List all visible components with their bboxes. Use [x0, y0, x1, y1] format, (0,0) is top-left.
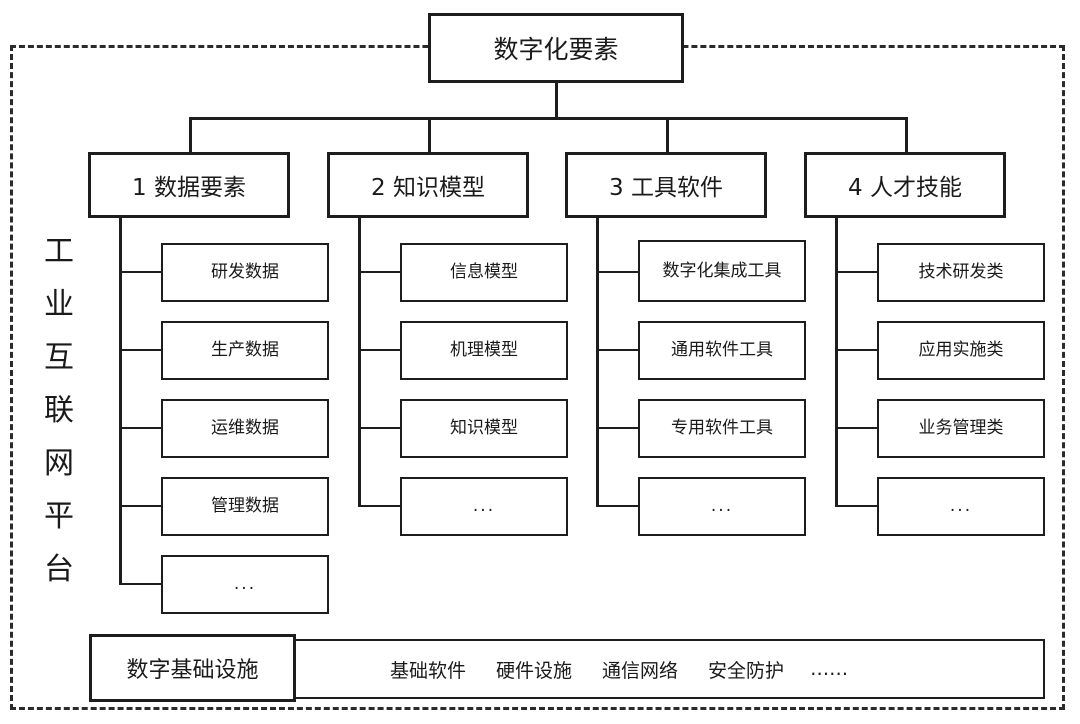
- leaf-box-2-4: ...: [400, 477, 568, 536]
- category-3-spine-line: [596, 218, 599, 507]
- infrastructure-label-box: 数字基础设施: [89, 634, 296, 702]
- infrastructure-label: 数字基础设施: [126, 658, 259, 683]
- leaf-label: ...: [472, 496, 496, 516]
- root-box: 数字化要素: [428, 13, 684, 83]
- category-drop-line-1: [189, 117, 192, 153]
- category-4-branch-2: [835, 349, 879, 351]
- infrastructure-item-ellipsis: ……: [810, 658, 849, 680]
- leaf-box-4-2: 应用实施类: [877, 321, 1045, 380]
- category-label: 2 知识模型: [371, 175, 485, 201]
- category-4-spine-line: [835, 218, 838, 507]
- leaf-label: 研发数据: [211, 262, 279, 282]
- leaf-box-2-3: 知识模型: [400, 399, 568, 458]
- category-4-branch-3: [835, 427, 879, 429]
- category-bus-line: [189, 117, 907, 120]
- category-3-branch-2: [596, 349, 640, 351]
- leaf-box-1-5: ...: [161, 555, 329, 614]
- leaf-box-1-4: 管理数据: [161, 477, 329, 536]
- category-drop-line-4: [905, 117, 908, 153]
- leaf-label: ...: [949, 496, 973, 516]
- infrastructure-item: 通信网络: [602, 659, 679, 682]
- leaf-label: 机理模型: [450, 340, 518, 360]
- category-drop-line-3: [666, 117, 669, 153]
- infrastructure-items: 基础软件 硬件设施 通信网络 安全防护 ……: [390, 652, 990, 686]
- category-2-branch-1: [358, 271, 402, 273]
- category-1-branch-1: [119, 271, 163, 273]
- platform-label: 工业互联网平台: [44, 234, 74, 587]
- category-2-spine-line: [358, 218, 361, 507]
- category-label: 3 工具软件: [609, 175, 723, 201]
- category-label: 4 人才技能: [848, 175, 962, 201]
- category-1-branch-5: [119, 583, 163, 585]
- category-4-branch-1: [835, 271, 879, 273]
- leaf-label: 数字化集成工具: [662, 260, 782, 281]
- leaf-box-4-4: ...: [877, 477, 1045, 536]
- leaf-label: 业务管理类: [918, 418, 1004, 438]
- leaf-box-3-2: 通用软件工具: [638, 321, 806, 380]
- leaf-box-3-1: 数字化集成工具: [638, 240, 806, 302]
- infrastructure-item: 基础软件: [390, 659, 467, 682]
- category-2-branch-4: [358, 505, 402, 507]
- leaf-label: 生产数据: [211, 340, 279, 360]
- leaf-label: ...: [710, 496, 734, 516]
- leaf-label: 运维数据: [211, 418, 279, 438]
- infrastructure-item: 安全防护: [708, 659, 785, 682]
- leaf-box-2-1: 信息模型: [400, 243, 568, 302]
- leaf-label: 信息模型: [450, 262, 518, 282]
- category-2-branch-2: [358, 349, 402, 351]
- category-label: 1 数据要素: [132, 175, 246, 201]
- category-3-branch-1: [596, 271, 640, 273]
- leaf-label: 技术研发类: [918, 262, 1004, 282]
- category-box-knowledge-models: 2 知识模型: [327, 152, 529, 218]
- category-1-branch-4: [119, 505, 163, 507]
- leaf-box-4-1: 技术研发类: [877, 243, 1045, 302]
- leaf-box-3-4: ...: [638, 477, 806, 536]
- root-stem-line: [555, 83, 558, 118]
- category-1-branch-2: [119, 349, 163, 351]
- category-box-tool-software: 3 工具软件: [565, 152, 767, 218]
- category-box-data-elements: 1 数据要素: [88, 152, 290, 218]
- leaf-box-3-3: 专用软件工具: [638, 399, 806, 458]
- category-2-branch-3: [358, 427, 402, 429]
- category-1-spine-line: [119, 218, 122, 585]
- category-1-branch-3: [119, 427, 163, 429]
- leaf-box-1-3: 运维数据: [161, 399, 329, 458]
- leaf-label: 通用软件工具: [671, 340, 773, 360]
- category-3-branch-3: [596, 427, 640, 429]
- leaf-label: 知识模型: [450, 418, 518, 438]
- category-drop-line-2: [428, 117, 431, 153]
- category-4-branch-4: [835, 505, 879, 507]
- leaf-box-2-2: 机理模型: [400, 321, 568, 380]
- leaf-box-1-1: 研发数据: [161, 243, 329, 302]
- infrastructure-item: 硬件设施: [496, 659, 573, 682]
- category-box-talent-skills: 4 人才技能: [804, 152, 1006, 218]
- leaf-box-1-2: 生产数据: [161, 321, 329, 380]
- leaf-label: 应用实施类: [918, 340, 1004, 360]
- leaf-label: 专用软件工具: [671, 418, 773, 438]
- category-3-branch-4: [596, 505, 640, 507]
- root-label: 数字化要素: [493, 35, 619, 64]
- leaf-label: ...: [233, 574, 257, 594]
- leaf-box-4-3: 业务管理类: [877, 399, 1045, 458]
- leaf-label: 管理数据: [211, 496, 279, 516]
